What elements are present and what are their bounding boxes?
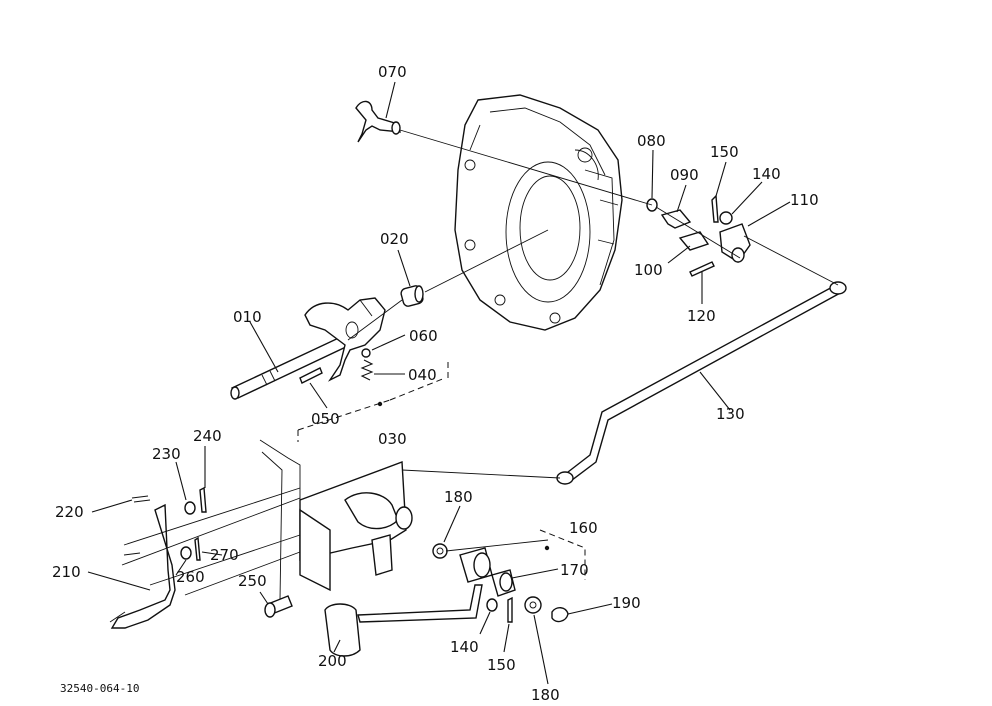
callout-140-lower: 140 xyxy=(450,638,479,656)
callout-230: 230 xyxy=(152,445,181,463)
callout-270: 270 xyxy=(210,546,239,564)
callout-220: 220 xyxy=(55,503,84,521)
callout-180-lower: 180 xyxy=(531,686,560,704)
callout-210: 210 xyxy=(52,563,81,581)
callout-labels: 070 080 090 150 140 110 100 120 020 010 … xyxy=(52,63,819,704)
callout-160: 160 xyxy=(569,519,598,537)
callout-040: 040 xyxy=(408,366,437,384)
callout-090: 090 xyxy=(670,166,699,184)
assembly-lines xyxy=(121,129,839,596)
callout-150: 150 xyxy=(710,143,739,161)
shift-rod xyxy=(556,281,847,485)
callout-050: 050 xyxy=(311,410,340,428)
callout-110: 110 xyxy=(790,191,819,209)
callout-150-lower: 150 xyxy=(487,656,516,674)
callout-190: 190 xyxy=(612,594,641,612)
callout-120: 120 xyxy=(687,307,716,325)
callout-070: 070 xyxy=(378,63,407,81)
callout-180: 180 xyxy=(444,488,473,506)
callout-260: 260 xyxy=(176,568,205,586)
callout-170: 170 xyxy=(560,561,589,579)
callout-080: 080 xyxy=(637,132,666,150)
callout-200: 200 xyxy=(318,652,347,670)
drawing-number: 32540-064-10 xyxy=(60,682,139,695)
callout-140: 140 xyxy=(752,165,781,183)
callout-060: 060 xyxy=(409,327,438,345)
callout-030: 030 xyxy=(378,430,407,448)
clutch-housing xyxy=(454,94,623,331)
callout-130: 130 xyxy=(716,405,745,423)
lower-lever-assembly xyxy=(109,439,569,657)
callout-leaders xyxy=(87,81,791,685)
shift-fork-assembly xyxy=(230,100,424,400)
callout-250: 250 xyxy=(238,572,267,590)
callout-240: 240 xyxy=(193,427,222,445)
callout-100: 100 xyxy=(634,261,663,279)
callout-010: 010 xyxy=(233,308,262,326)
callout-020: 020 xyxy=(380,230,409,248)
